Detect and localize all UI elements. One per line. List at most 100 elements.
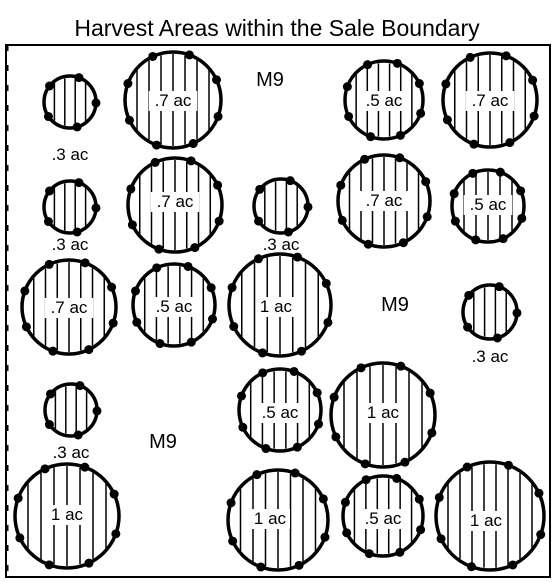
- label-background: [358, 509, 408, 529]
- boundary-marker: [126, 184, 136, 194]
- harvest-area-18: 1 ac: [226, 468, 330, 572]
- label-background: [465, 91, 515, 111]
- boundary-marker: [494, 282, 504, 292]
- boundary-marker: [416, 108, 426, 118]
- boundary-marker: [255, 184, 265, 194]
- boundary-marker: [323, 317, 333, 327]
- label-background: [250, 509, 290, 529]
- boundary-marker: [46, 389, 56, 399]
- boundary-marker: [449, 189, 459, 199]
- area-label: 1 ac: [260, 297, 293, 316]
- boundary-marker: [186, 337, 196, 347]
- area-boundary: [226, 468, 330, 572]
- boundary-marker: [536, 530, 546, 540]
- boundary-marker: [91, 98, 101, 108]
- area-label: .7 ac: [366, 191, 403, 210]
- harvest-area-5: .3 ac: [42, 178, 101, 254]
- boundary-marker: [466, 562, 476, 572]
- boundary-marker: [534, 488, 544, 498]
- boundary-marker: [416, 525, 426, 535]
- boundary-marker: [228, 536, 238, 546]
- harvest-area-19: .5 ac: [340, 473, 426, 559]
- boundary-marker: [356, 363, 366, 373]
- label-background: [150, 192, 200, 212]
- boundary-marker: [253, 254, 263, 264]
- label-background: [149, 297, 199, 317]
- boundary-marker: [422, 212, 432, 222]
- boundary-marker: [337, 215, 347, 225]
- boundary-marker: [74, 73, 84, 83]
- boundary-marker: [15, 533, 25, 543]
- area-boundary: [131, 262, 217, 348]
- area-boundary: [434, 460, 546, 572]
- area-label: .3 ac: [263, 235, 300, 254]
- boundary-marker: [395, 547, 405, 557]
- boundary-marker: [21, 322, 31, 332]
- boundary-marker: [469, 139, 479, 149]
- boundary-marker: [492, 333, 502, 343]
- boundary-marker: [44, 259, 54, 269]
- area-label: .5 ac: [262, 403, 299, 422]
- boundary-marker: [214, 216, 224, 226]
- boundary-marker: [297, 346, 307, 356]
- boundary-marker: [340, 497, 350, 507]
- area-label: .3 ac: [52, 145, 89, 164]
- boundary-marker: [124, 115, 134, 125]
- boundary-marker: [92, 406, 102, 416]
- boundary-marker: [227, 283, 237, 293]
- area-label: .7 ac: [472, 91, 509, 110]
- boundary-marker: [72, 122, 82, 132]
- harvest-area-2: .7 ac: [123, 50, 223, 150]
- label-background: [47, 505, 87, 525]
- area-boundary: [343, 59, 425, 141]
- harvest-area-3: .5 ac: [342, 58, 426, 142]
- boundary-marker: [44, 420, 54, 430]
- area-boundary: [126, 156, 224, 254]
- boundary-marker: [111, 529, 121, 539]
- boundary-marker: [84, 558, 94, 568]
- boundary-marker: [501, 51, 511, 61]
- boundary-marker: [208, 314, 218, 324]
- boundary-marker: [441, 79, 451, 89]
- label-background: [466, 511, 506, 531]
- boundary-marker: [329, 392, 339, 402]
- boundary-marker: [154, 244, 164, 254]
- area-boundary: [441, 51, 539, 149]
- area-boundary: [450, 168, 526, 244]
- boundary-marker: [318, 494, 328, 504]
- boundary-marker: [72, 227, 82, 237]
- boundary-marker: [132, 317, 142, 327]
- boundary-marker: [366, 132, 376, 142]
- boundary-marker: [392, 58, 402, 68]
- boundary-marker: [238, 422, 248, 432]
- boundary-marker: [434, 492, 444, 502]
- boundary-marker: [292, 252, 302, 262]
- boundary-marker: [44, 560, 54, 570]
- boundary-marker: [392, 473, 402, 483]
- boundary-marker: [463, 322, 473, 332]
- boundary-marker: [442, 115, 452, 125]
- boundary-marker: [465, 52, 475, 62]
- boundary-marker: [464, 290, 474, 300]
- sale-boundary: [5, 44, 551, 578]
- boundary-marker: [127, 220, 137, 230]
- boundary-marker: [508, 560, 518, 570]
- harvest-area-1: .3 ac: [42, 73, 101, 164]
- harvest-area-11: .5 ac: [130, 261, 218, 349]
- boundary-marker: [91, 203, 101, 213]
- zone-label-m9-top: M9: [256, 69, 284, 91]
- harvest-area-20: 1 ac: [434, 460, 546, 572]
- boundary-marker: [254, 216, 264, 226]
- harvest-area-circles: .3 ac.7 ac.5 ac.7 ac.3 ac.7 ac.3 ac.7 ac…: [13, 50, 546, 572]
- boundary-marker: [517, 213, 527, 223]
- boundary-marker: [80, 258, 90, 268]
- boundary-marker: [45, 186, 55, 196]
- boundary-marker: [498, 234, 508, 244]
- boundary-marker: [303, 202, 313, 212]
- boundary-marker: [252, 470, 262, 480]
- boundary-marker: [504, 460, 514, 470]
- boundary-marker: [528, 75, 538, 85]
- label-background: [256, 297, 296, 317]
- boundary-marker: [256, 562, 266, 572]
- boundary-marker: [75, 381, 85, 391]
